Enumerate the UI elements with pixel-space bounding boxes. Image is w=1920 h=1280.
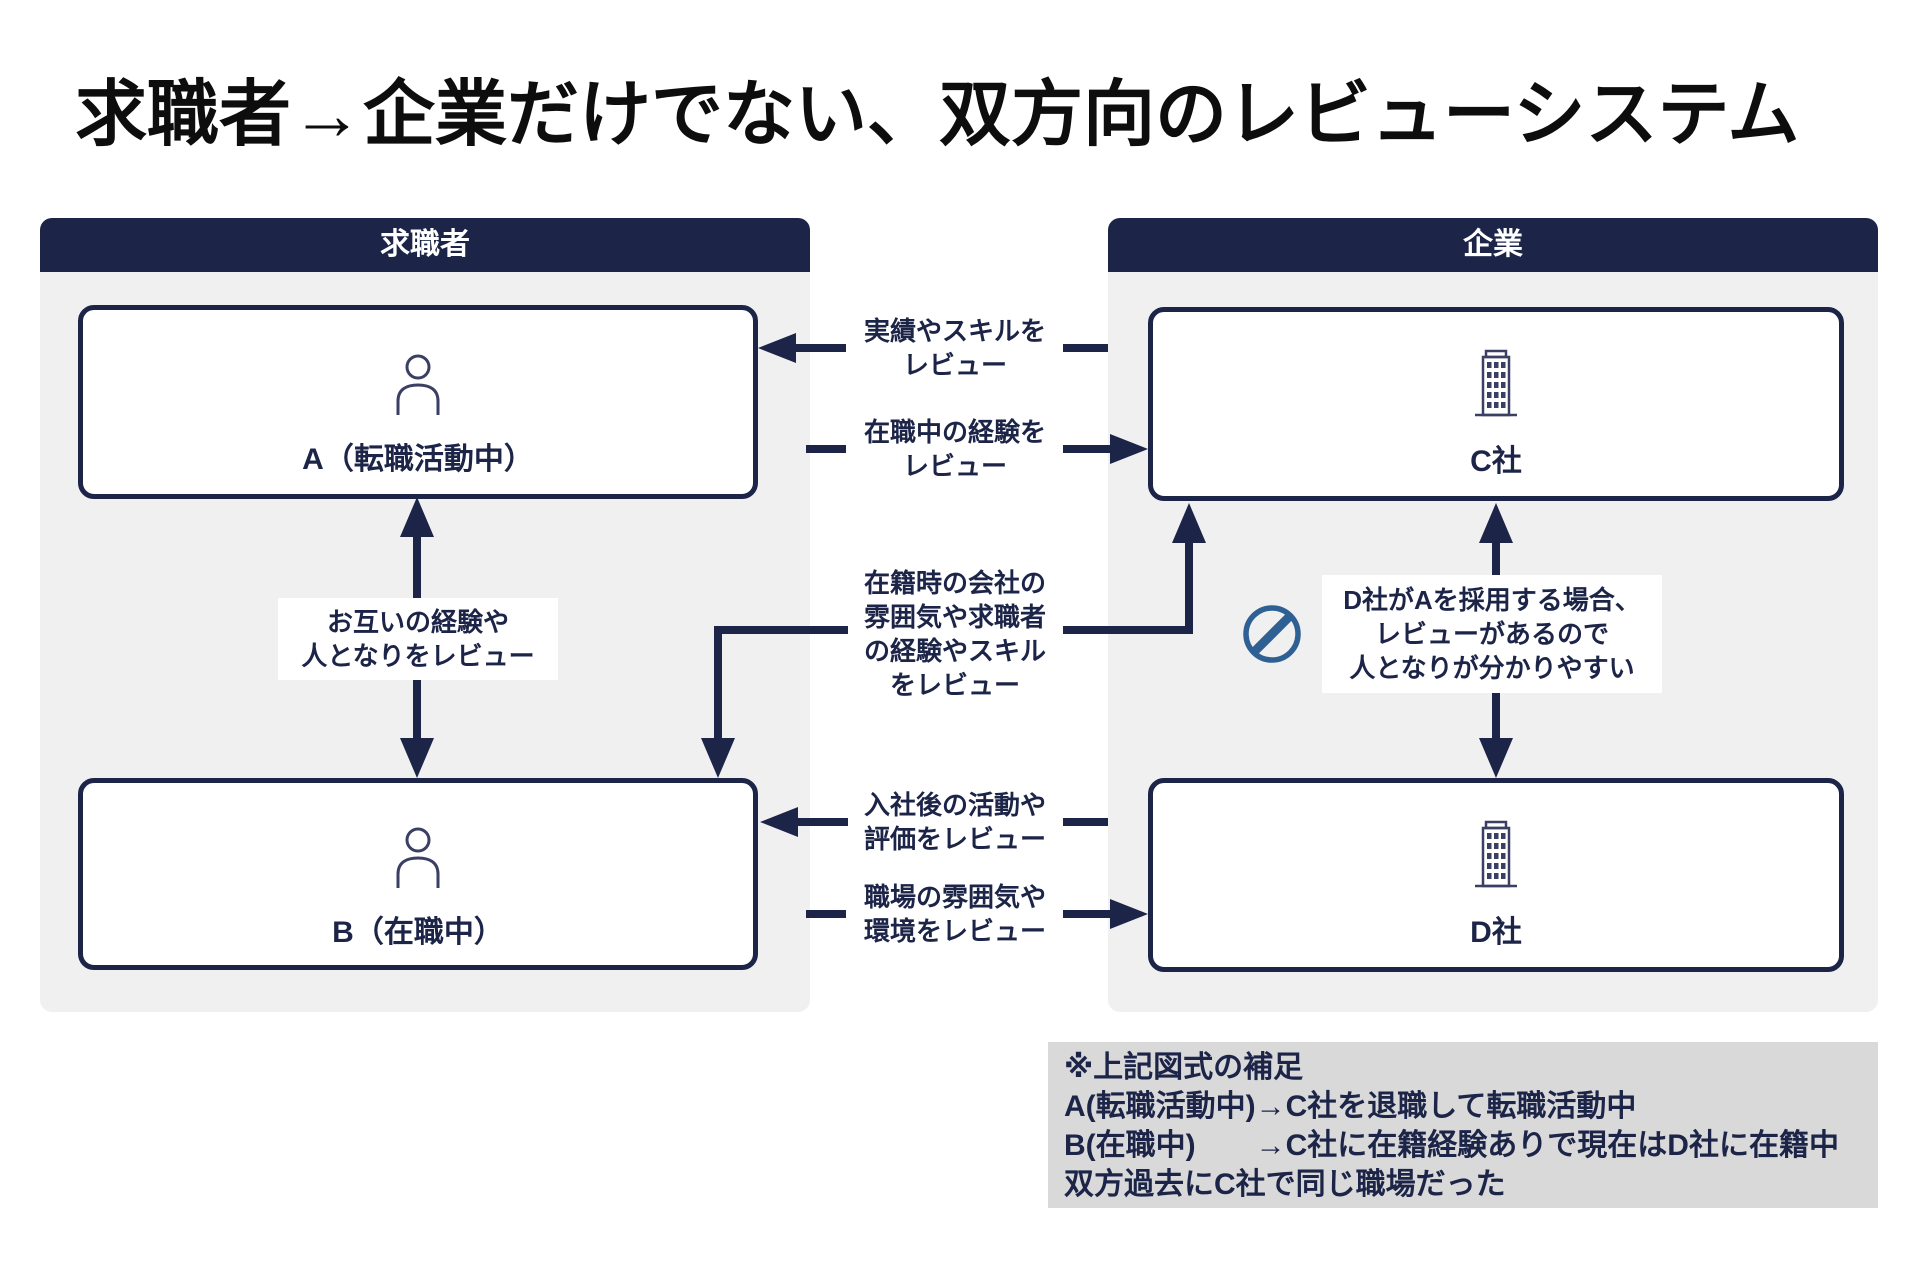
- building-icon: [1473, 819, 1519, 895]
- node-a-label: A（転職活動中）: [302, 443, 534, 476]
- connector-label-a-to-c: 在職中の経験を レビュー: [863, 417, 1046, 481]
- connector-label-b-c-mutual: 在籍時の会社の 雰囲気や求職者 の経験やスキル をレビュー: [863, 568, 1046, 700]
- connector-label-b-to-d: 職場の雰囲気や 環境をレビュー: [863, 882, 1046, 946]
- footnote-line: B(在職中) →C社に在籍経験ありで現在はD社に在籍中: [1064, 1129, 1839, 1162]
- person-icon: [386, 819, 450, 895]
- ab-arrow-label: お互いの経験や 人となりをレビュー: [278, 598, 558, 680]
- company-panel-header: 企業: [1108, 218, 1878, 272]
- building-icon: [1473, 348, 1519, 424]
- node-a: A（転職活動中）: [78, 305, 758, 499]
- connector-label-c-to-a: 実績やスキルを レビュー: [863, 316, 1046, 380]
- footnote-line: ※上記図式の補足: [1064, 1051, 1304, 1084]
- node-c: C社: [1148, 307, 1844, 501]
- footnote-line: A(転職活動中)→C社を退職して転職活動中: [1064, 1090, 1637, 1123]
- node-b: B（在職中）: [78, 778, 758, 970]
- node-d-label: D社: [1470, 916, 1522, 949]
- cd-arrow-label: D社がAを採用する場合、 レビューがあるので 人となりが分かりやすい: [1322, 575, 1662, 693]
- node-b-label: B（在職中）: [332, 916, 504, 949]
- node-c-label: C社: [1470, 445, 1522, 478]
- page-title: 求職者→企業だけでない、双方向のレビューシステム: [75, 75, 1800, 155]
- jobseeker-panel-header: 求職者: [40, 218, 810, 272]
- node-d: D社: [1148, 778, 1844, 972]
- footnote-box: ※上記図式の補足 A(転職活動中)→C社を退職して転職活動中 B(在職中) →C…: [1048, 1042, 1878, 1208]
- footnote-line: 双方過去にC社で同じ職場だった: [1064, 1168, 1506, 1201]
- connector-label-d-to-b: 入社後の活動や 評価をレビュー: [863, 790, 1046, 854]
- person-icon: [386, 346, 450, 422]
